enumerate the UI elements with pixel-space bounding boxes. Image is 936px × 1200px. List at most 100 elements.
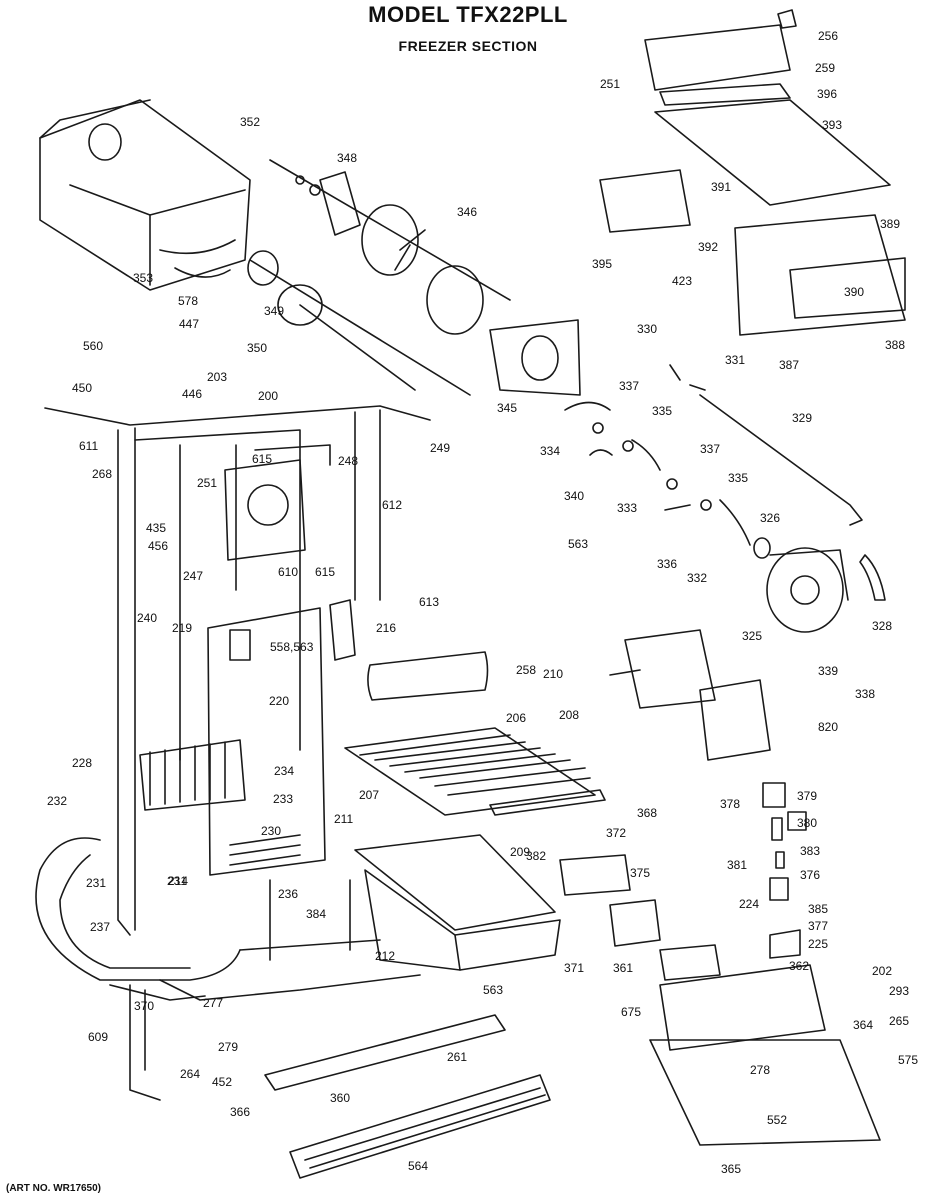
part-number-label: 337 — [700, 442, 720, 456]
part-number-label: 452 — [212, 1075, 232, 1089]
part-number-label: 615 — [252, 452, 272, 466]
part-number-label: 382 — [526, 849, 546, 863]
part-number-label: 380 — [797, 816, 817, 830]
wire-353 — [174, 267, 231, 278]
part-number-label: 366 — [230, 1105, 250, 1119]
part-number-label: 335 — [652, 404, 672, 418]
part-number-label: 202 — [872, 964, 892, 978]
part-number-label: 203 — [207, 370, 227, 384]
linkage-parts — [564, 364, 863, 546]
part-number-label: 675 — [621, 1005, 641, 1019]
part-number-label: 234 — [274, 764, 294, 778]
part-number-label: 385 — [808, 902, 828, 916]
part-number-label: 216 — [376, 621, 396, 635]
part-number-label: 362 — [789, 959, 809, 973]
part-number-label: 264 — [180, 1067, 200, 1081]
part-number-label: 259 — [815, 61, 835, 75]
part-number-label: 560 — [83, 339, 103, 353]
drain-tube-225 — [35, 837, 241, 981]
part-number-label: 211 — [334, 812, 353, 826]
part-number-label: 360 — [330, 1091, 350, 1105]
ice-bucket-352 — [39, 99, 251, 291]
valve-parts — [762, 782, 807, 959]
part-number-label: 392 — [698, 240, 718, 254]
part-number-label: 609 — [88, 1030, 108, 1044]
part-number-label: 377 — [808, 919, 828, 933]
part-number-label: 206 — [506, 711, 526, 725]
part-number-label: 200 — [258, 389, 278, 403]
part-number-label: 265 — [889, 1014, 909, 1028]
part-number-label: 375 — [630, 866, 650, 880]
part-number-label: 456 — [148, 539, 168, 553]
part-number-label: 446 — [182, 387, 202, 401]
diagram-title: MODEL TFX22PLL — [368, 2, 568, 27]
part-number-label: 340 — [564, 489, 584, 503]
part-number-label: 326 — [760, 511, 780, 525]
part-number-label: 256 — [818, 29, 838, 43]
shelf-206 — [344, 727, 596, 816]
part-number-label: 278 — [750, 1063, 770, 1077]
channel-258 — [367, 651, 489, 701]
part-number-label: 376 — [800, 868, 820, 882]
part-number-label: 251 — [197, 476, 217, 490]
part-number-label: 233 — [273, 792, 293, 806]
part-number-label: 558,563 — [270, 640, 314, 654]
part-number-label: 277 — [203, 996, 223, 1010]
part-number-label: 387 — [779, 358, 799, 372]
rail-277 — [264, 1014, 506, 1091]
part-number-label: 610 — [278, 565, 298, 579]
part-number-label: 820 — [818, 720, 838, 734]
part-number-label: 338 — [855, 687, 875, 701]
part-number-label: 563 — [568, 537, 588, 551]
duct-216 — [329, 599, 356, 661]
part-number-label: 228 — [72, 756, 92, 770]
part-number-label: 334 — [540, 444, 560, 458]
fan-motor-325 — [753, 537, 886, 633]
part-number-label: 348 — [337, 151, 357, 165]
part-number-label: 349 — [264, 304, 284, 318]
part-number-label: 339 — [818, 664, 838, 678]
part-number-label: 268 — [92, 467, 112, 481]
part-number-label: 364 — [853, 1018, 873, 1032]
part-number-label: 325 — [742, 629, 762, 643]
part-number-label: 214 — [168, 874, 188, 888]
part-number-label: 231 — [167, 874, 187, 888]
evaporator-228 — [139, 739, 246, 811]
part-number-label: 391 — [711, 180, 731, 194]
part-number-label: 371 — [564, 961, 584, 975]
part-number-label: 232 — [47, 794, 67, 808]
plate-345 — [489, 319, 581, 396]
part-number-label: 219 — [172, 621, 192, 635]
part-number-label: 345 — [497, 401, 517, 415]
part-number-label: 372 — [606, 826, 626, 840]
diagram-subtitle: FREEZER SECTION — [398, 38, 538, 54]
part-number-label: 361 — [613, 961, 633, 975]
part-number-label: 279 — [218, 1040, 238, 1054]
part-number-label: 248 — [338, 454, 358, 468]
part-number-label: 388 — [885, 338, 905, 352]
part-number-label: 353 — [133, 271, 153, 285]
part-number-label: 379 — [797, 789, 817, 803]
part-number-label: 552 — [767, 1113, 787, 1127]
part-number-label: 236 — [278, 887, 298, 901]
part-number-label: 330 — [637, 322, 657, 336]
part-number-label: 210 — [543, 667, 563, 681]
part-number-label: 346 — [457, 205, 477, 219]
part-number-label: 240 — [137, 611, 157, 625]
part-number-label: 435 — [146, 521, 166, 535]
freezer-cabinet — [44, 405, 431, 1101]
part-number-label: 328 — [872, 619, 892, 633]
part-number-label: 370 — [134, 999, 154, 1013]
part-number-label: 209 — [510, 845, 530, 859]
part-number-label: 336 — [657, 557, 677, 571]
part-number-label: 249 — [430, 441, 450, 455]
part-number-label: 207 — [359, 788, 379, 802]
part-number-label: 261 — [447, 1050, 467, 1064]
part-number-label: 220 — [269, 694, 289, 708]
part-number-label: 390 — [844, 285, 864, 299]
part-number-label: 450 — [72, 381, 92, 395]
part-number-label: 383 — [800, 844, 820, 858]
part-number-label: 578 — [178, 294, 198, 308]
part-number-label: 212 — [375, 949, 395, 963]
